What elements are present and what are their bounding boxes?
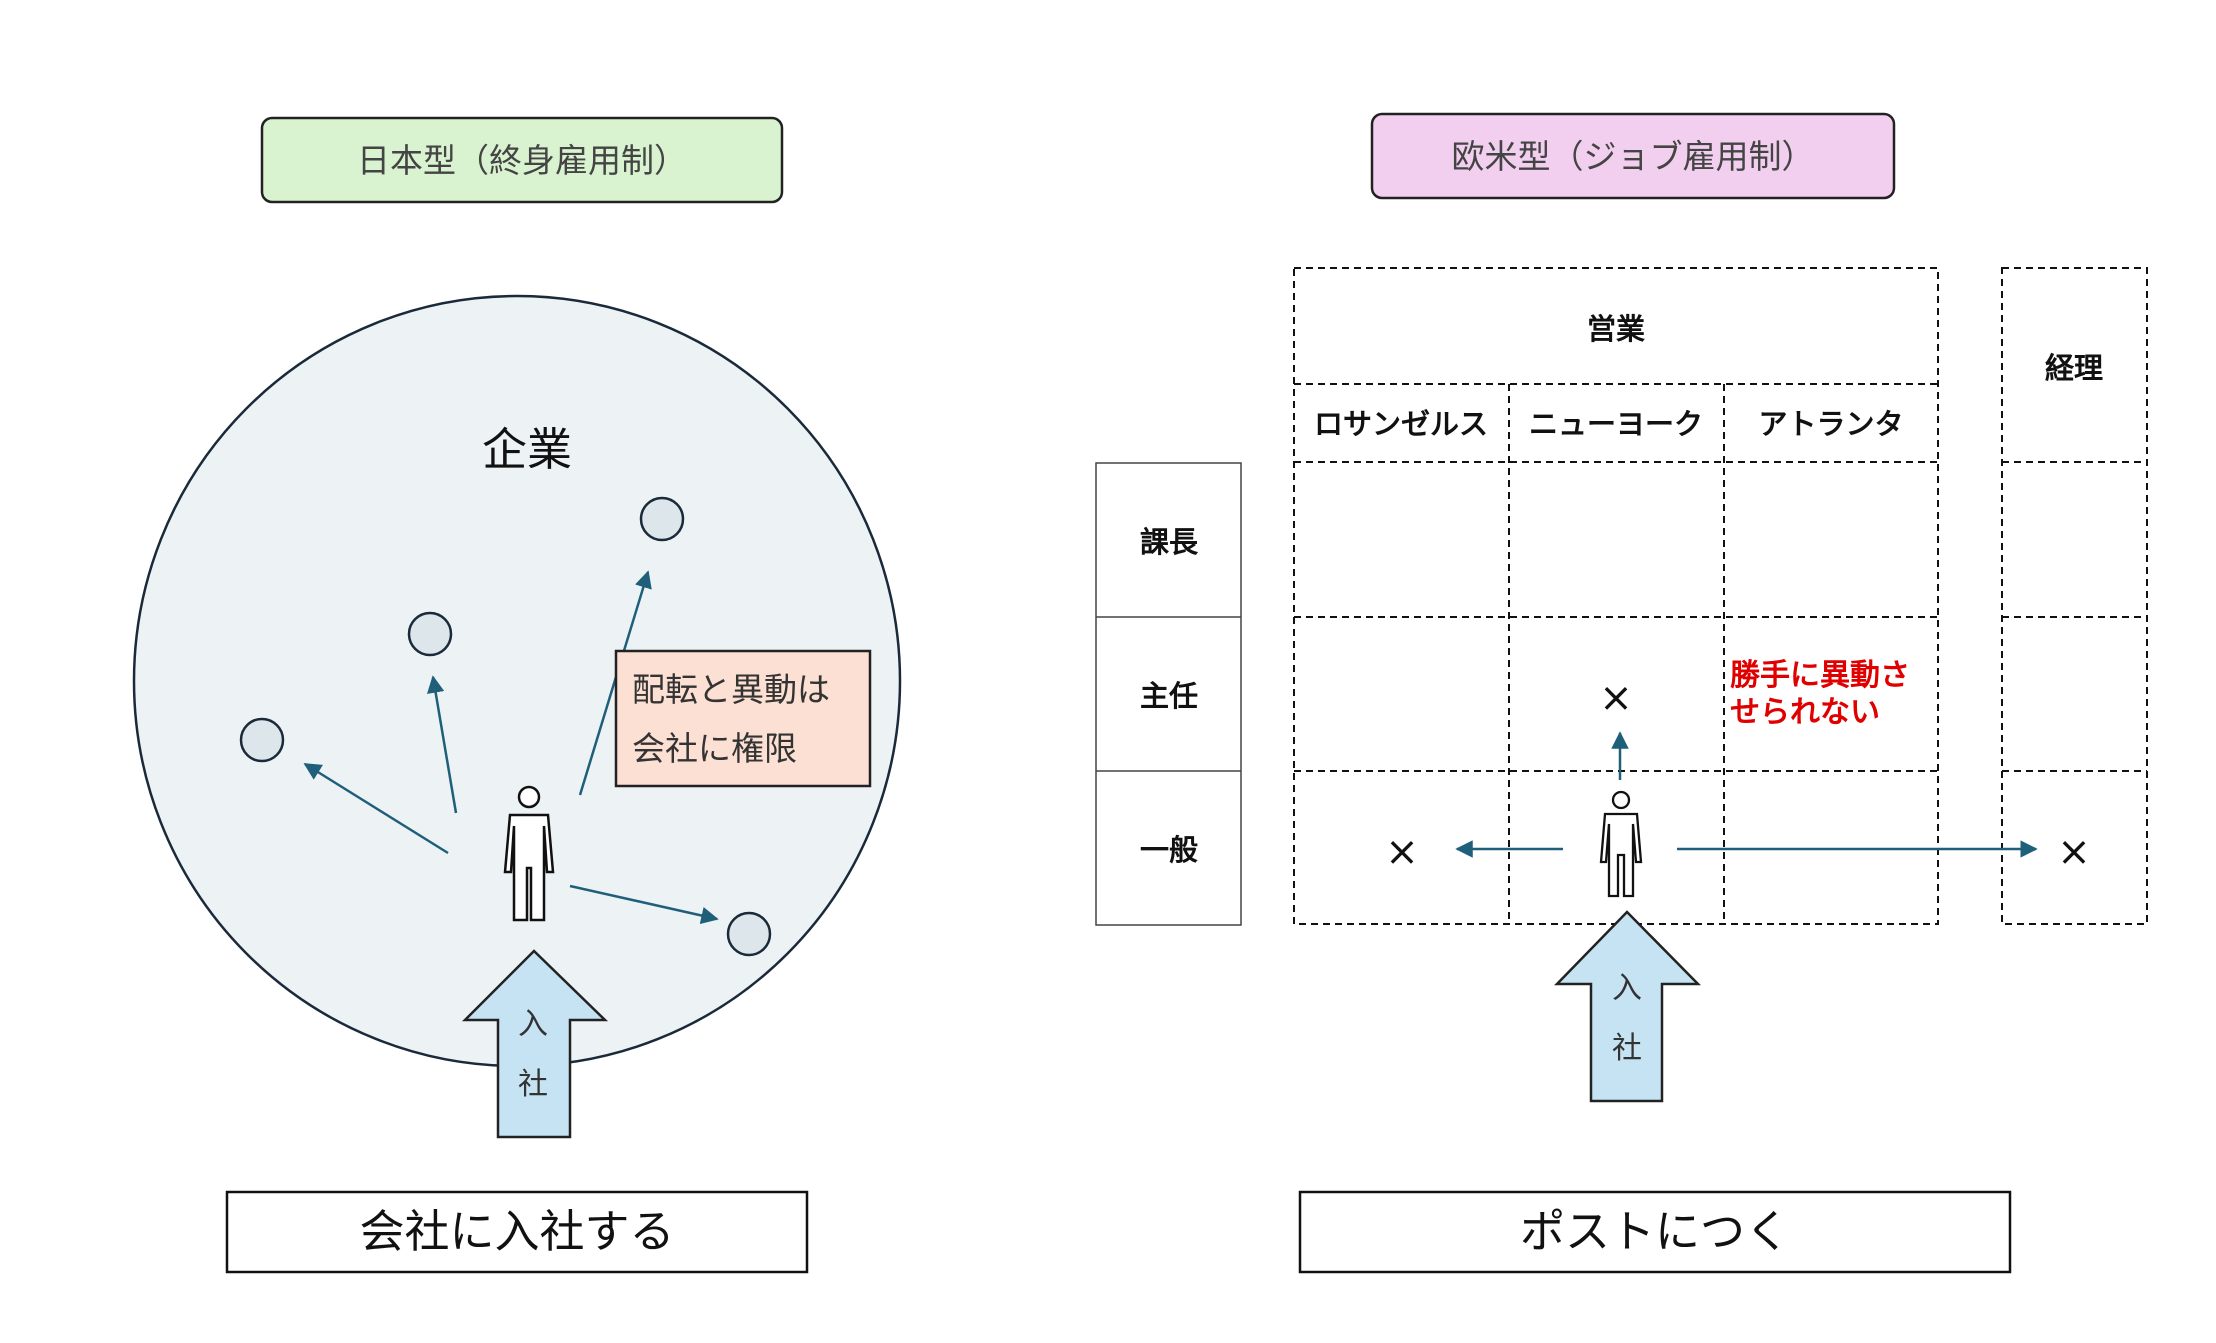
position-circle: [639, 496, 685, 542]
right-caption-box: ポストにつく: [1298, 1190, 2012, 1274]
position-circle: [407, 611, 453, 657]
left-caption-text: 会社に入社する: [359, 1205, 674, 1258]
right-header-box: 欧米型（ジョブ雇用制）: [1370, 112, 1896, 200]
transfer-arrow: [426, 675, 458, 814]
cross-mark: ×: [1385, 829, 1419, 875]
transfer-arrow: [303, 762, 449, 855]
position-circle: [726, 911, 772, 957]
right-caption-text: ポストにつく: [1520, 1205, 1790, 1258]
entry-arrow-line1: 入: [518, 1007, 548, 1042]
entry-arrow-line1: 入: [1612, 971, 1642, 1006]
entry-arrow-line2: 社: [1612, 1031, 1642, 1066]
company-label: 企業: [482, 423, 572, 476]
red-note-line2: せられない: [1730, 695, 1880, 730]
rank-label-chief: 主任: [1140, 679, 1198, 713]
transfer-arrow: [578, 570, 652, 796]
location-label-ny: ニューヨーク: [1529, 407, 1703, 441]
left-note-line1: 配転と異動は: [632, 670, 830, 709]
entry-arrow-icon: 入 社: [461, 949, 609, 1139]
transfer-arrow: [569, 884, 719, 925]
rank-label-general: 一般: [1140, 833, 1198, 867]
accounting-grid: [2001, 267, 2148, 925]
sales-label: 営業: [1587, 312, 1645, 346]
location-label-la: ロサンゼルス: [1314, 407, 1488, 441]
person-icon: [1599, 790, 1643, 898]
left-note-box: 配転と異動は 会社に権限: [614, 649, 872, 788]
red-note-line1: 勝手に異動さ: [1730, 658, 1910, 693]
cross-mark: ×: [2057, 829, 2091, 875]
person-icon: [503, 785, 555, 922]
location-label-atlanta: アトランタ: [1758, 407, 1903, 441]
right-header-text: 欧米型（ジョブ雇用制）: [1452, 137, 1815, 176]
accounting-label: 経理: [2045, 351, 2103, 385]
left-header-box: 日本型（終身雇用制）: [260, 116, 784, 204]
rank-column: [1095, 462, 1242, 926]
left-note-line2: 会社に権限: [632, 729, 797, 768]
entry-arrow-icon: 入 社: [1554, 910, 1701, 1103]
cross-mark: ×: [1599, 675, 1633, 721]
entry-arrow-line2: 社: [518, 1067, 548, 1102]
left-caption-box: 会社に入社する: [225, 1190, 809, 1274]
rank-label-manager: 課長: [1140, 525, 1199, 559]
position-circle: [239, 717, 285, 763]
left-header-text: 日本型（終身雇用制）: [357, 141, 687, 180]
